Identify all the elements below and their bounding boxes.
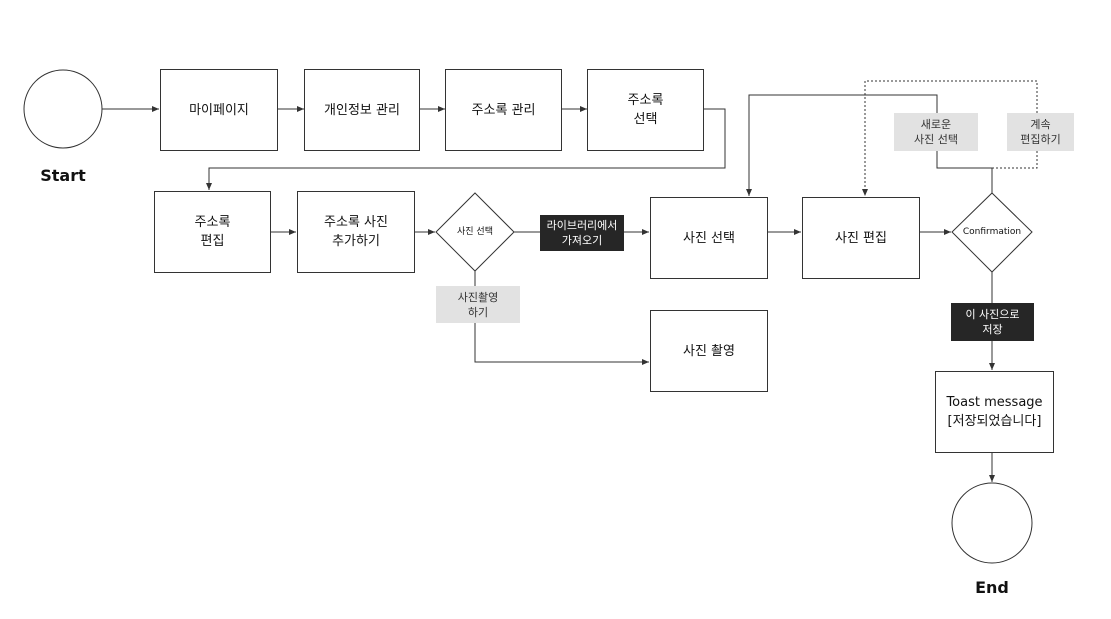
addressbook-select-step: 주소록 선택 — [587, 69, 704, 151]
new-select-label: 새로운 사진 선택 — [894, 113, 978, 151]
mypage-step: 마이페이지 — [160, 69, 278, 151]
addressbook-manage-step: 주소록 관리 — [445, 69, 562, 151]
start-label: Start — [40, 166, 86, 185]
photo-choice-decision: 사진 선택 — [457, 227, 493, 237]
end-circle — [951, 482, 1033, 564]
photo-take-step: 사진 촬영 — [650, 310, 768, 392]
start-circle — [23, 69, 103, 149]
save-photo-label: 이 사진으로 저장 — [951, 303, 1034, 341]
end-label: End — [975, 578, 1009, 597]
take-photo-label: 사진촬영 하기 — [436, 286, 520, 323]
from-library-label: 라이브러리에서 가져오기 — [540, 215, 624, 251]
add-photo-step: 주소록 사진 추가하기 — [297, 191, 415, 273]
continue-edit-label: 계속 편집하기 — [1007, 113, 1074, 151]
toast-step: Toast message [저장되었습니다] — [935, 371, 1054, 453]
privacy-step: 개인정보 관리 — [304, 69, 420, 151]
arrow-select-edit — [206, 108, 726, 190]
photo-select-step: 사진 선택 — [650, 197, 768, 279]
addressbook-edit-step: 주소록 편집 — [154, 191, 271, 273]
arrow-confirm-photoedit — [862, 80, 1038, 196]
confirmation-decision: Confirmation — [962, 227, 1022, 237]
photo-edit-step: 사진 편집 — [802, 197, 920, 279]
